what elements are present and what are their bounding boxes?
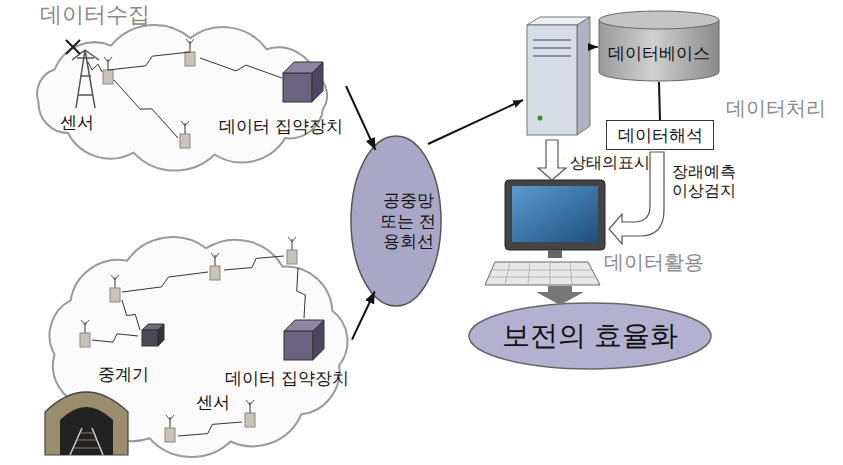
sensor-symbols: [288, 237, 296, 242]
process-box: 데이터해석: [606, 120, 714, 150]
cube-side: [312, 62, 323, 102]
cube-front: [283, 73, 312, 102]
sensor-symbols: [107, 59, 108, 70]
section-label: 데이터활용: [604, 250, 704, 274]
section-label: 데이터처리: [726, 96, 826, 120]
server-symbol: [577, 17, 590, 135]
tunnel-symbol: [60, 407, 113, 455]
monitor-symbol: [485, 180, 605, 285]
data-aggregator: 데이터 집약장치: [222, 318, 352, 390]
sensor-symbols: [169, 417, 170, 428]
sensor-symbols: [214, 255, 215, 266]
cylinder-top: [599, 11, 719, 29]
section-label: 데이터수집: [40, 2, 150, 28]
monitor-symbol: [505, 180, 605, 250]
cube-front: [284, 331, 313, 360]
sensor-symbols: [245, 413, 255, 427]
node-label: 데이터해석: [618, 125, 703, 145]
node-label: 보전의 효율화: [502, 319, 679, 353]
server-symbol: [538, 116, 543, 121]
monitor-symbol: [489, 262, 596, 285]
sensor-symbols: [84, 322, 85, 333]
ellipse-outline: [469, 303, 711, 369]
cloud-outline: [50, 237, 348, 457]
goal-ellipse: 보전의 효율화: [468, 302, 712, 370]
tunnel-symbol: [45, 392, 128, 455]
connector-arrow: [659, 82, 660, 120]
output-arrow: [536, 286, 584, 305]
sensor-symbols: [80, 333, 90, 347]
node-label: 데이터 집약장치: [216, 116, 346, 136]
sensor-symbols: [165, 428, 175, 442]
monitor-symbol: [512, 186, 598, 242]
node-label: 센서: [60, 112, 94, 132]
monitor-symbol: [485, 262, 600, 285]
sensor-symbols: [291, 239, 292, 250]
sensor-symbols: [180, 134, 190, 148]
cube-side: [158, 324, 164, 346]
connector-arrow: [346, 86, 375, 150]
cloud-outline: [37, 25, 327, 171]
node-label: 데이터베이스: [608, 43, 710, 63]
sensor-symbols: [114, 277, 115, 288]
node-label: 중계기: [98, 364, 149, 384]
data-aggregator: 데이터 집약장치: [216, 58, 346, 138]
sensor-symbols: [249, 402, 250, 413]
cube-front: [142, 330, 158, 346]
arrow-label: 장래예측 이상검지: [672, 162, 744, 200]
flow-arrow: [590, 46, 598, 48]
monitor-symbol: [548, 250, 562, 258]
repeater-box: 중계기: [98, 322, 168, 386]
server-symbol: [527, 25, 577, 135]
flow-arrow: [428, 100, 523, 144]
node-label: 공중망 또는 전용회선: [372, 190, 444, 251]
sensor-symbols: [103, 70, 113, 84]
sensor-symbols: [185, 52, 195, 66]
connector-arrow: [352, 291, 375, 339]
hollow-arrow: [538, 140, 566, 180]
sensor-symbols: [110, 288, 120, 302]
sensor-symbols: [189, 41, 190, 52]
network-ellipse: 공중망 또는 전용회선: [350, 135, 466, 307]
cube-side: [313, 320, 324, 360]
server-symbol: [533, 40, 571, 56]
sensor-symbols: [184, 123, 185, 134]
node-label: 센서: [196, 392, 230, 412]
sensor-symbols: [287, 250, 297, 264]
tunnel-symbol: [45, 392, 128, 455]
database-cylinder: 데이터베이스: [598, 10, 720, 82]
server-symbol: [527, 17, 590, 135]
arrow-label: 상태의표시: [570, 153, 650, 172]
sensor-symbols: [210, 266, 220, 280]
tunnel-symbol: [74, 433, 99, 448]
tunnel-symbol: [70, 428, 103, 455]
node-label: 데이터 집약장치: [222, 368, 352, 388]
